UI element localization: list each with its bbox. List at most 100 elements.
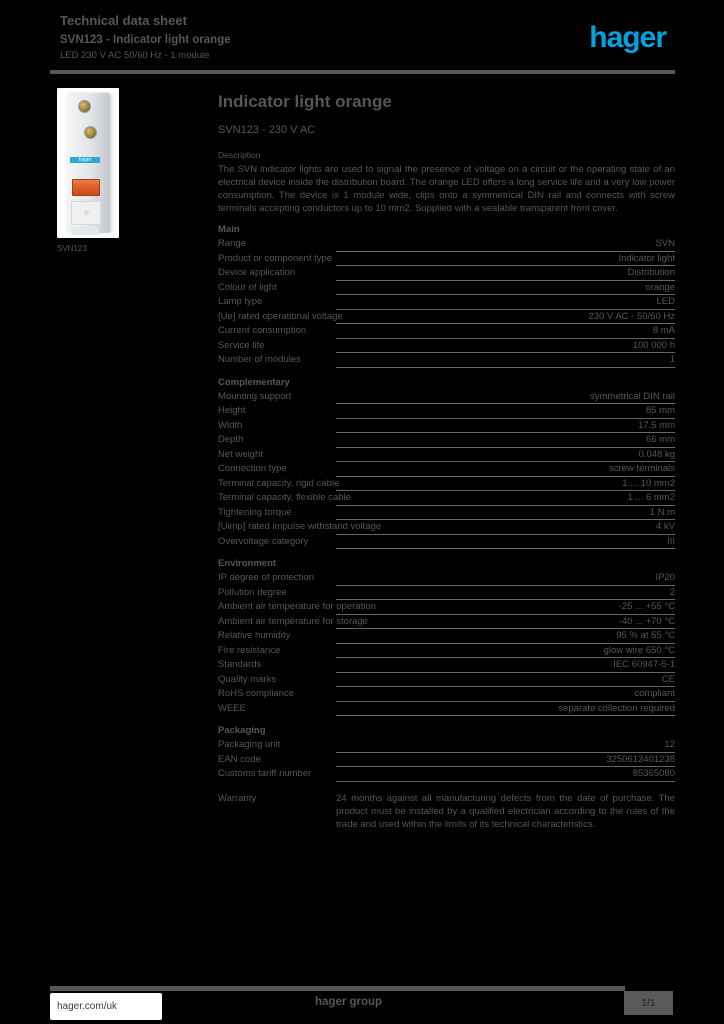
spec-row: Current consumption 8 mA <box>218 324 675 339</box>
footer-divider <box>50 986 625 991</box>
spec-label: Height <box>218 405 246 416</box>
warranty-block: Warranty 24 months against all manufactu… <box>218 792 675 831</box>
spec-row: EAN code 3250613401238 <box>218 753 675 768</box>
page-header: Technical data sheet SVN123 - Indicator … <box>60 12 480 62</box>
spec-label: Tightening torque <box>218 506 292 518</box>
spec-label: Quality marks <box>218 673 277 685</box>
spec-value: IEC 60947-5-1 <box>613 659 675 670</box>
spec-value: Indicator light <box>618 252 675 264</box>
spec-row: Product or component type Indicator light <box>218 252 675 267</box>
spec-label: Terminal capacity, flexible cable <box>218 492 351 503</box>
label-panel <box>71 201 101 225</box>
content-column: Indicator light orange SVN123 - 230 V AC… <box>218 92 675 831</box>
spec-row: Colour of light orange <box>218 281 675 296</box>
spec-label: Overvoltage category <box>218 535 309 547</box>
spec-value: separate collection required <box>558 702 675 714</box>
spec-value: SVN <box>655 238 675 249</box>
spec-value: 230 V AC - 50/60 Hz <box>588 310 675 322</box>
spec-row: Terminal capacity, flexible cable 1 ... 6… <box>218 491 675 506</box>
spec-row: Relative humidity 95 % at 55 °C <box>218 629 675 644</box>
spec-value: 8 mA <box>652 325 675 336</box>
description-text: The SVN indicator lights are used to sig… <box>218 164 675 214</box>
spec-row: Ambient air temperature for operation-25… <box>218 600 675 615</box>
header-divider <box>50 70 675 74</box>
spec-value: orange <box>645 281 675 293</box>
spec-label: Range <box>218 238 246 249</box>
spec-label: Current consumption <box>218 325 307 336</box>
description-label: Description <box>218 150 261 160</box>
spec-label: [Uimp] rated impulse withstand voltage <box>218 521 382 532</box>
spec-value: screw terminals <box>609 463 675 474</box>
page-subtitle: SVN123 - 230 V AC <box>218 124 316 136</box>
spec-value: 85365080 <box>632 768 675 779</box>
spec-label: Device application <box>218 267 296 278</box>
spec-row: Range SVN <box>218 237 675 252</box>
spec-row: Terminal capacity, rigid cable 1 ... 10 m… <box>218 477 675 492</box>
spec-row: Quality marks CE <box>218 673 675 688</box>
spec-value: 100 000 h <box>632 339 675 351</box>
spec-value: 66 mm <box>645 434 675 445</box>
spec-row: RoHS compliance compliant <box>218 687 675 702</box>
spec-value: symmetrical DIN rail <box>590 390 675 402</box>
spec-row: Customs tariff number 85365080 <box>218 767 675 782</box>
spec-row: Net weight 0.048 kg <box>218 448 675 463</box>
module-body: hager <box>66 93 110 235</box>
spec-section-title: Packaging <box>218 725 266 736</box>
spec-label: Product or component type <box>218 252 333 264</box>
spec-value: 1 N.m <box>649 506 675 518</box>
spec-value: 0.048 kg <box>638 448 675 460</box>
warranty-text: 24 months against all manufacturing defe… <box>336 792 675 830</box>
spec-label: Net weight <box>218 448 263 460</box>
spec-value: 1 ... 10 mm2 <box>622 477 675 489</box>
spec-label: [Ue] rated operational voltage <box>218 310 343 322</box>
panel-dot-icon <box>84 210 89 215</box>
document-type: Technical data sheet <box>60 13 187 28</box>
terminal-screw-icon <box>78 100 91 113</box>
terminal-screw-icon <box>84 126 97 139</box>
spec-row: Height 85 mm <box>218 404 675 419</box>
spec-value: -40 ... +70 °C <box>618 615 675 627</box>
indicator-lens <box>72 179 100 196</box>
spec-label: Relative humidity <box>218 630 291 641</box>
spec-value: 1 ... 6 mm2 <box>627 492 675 503</box>
spec-value: 1 <box>669 354 675 365</box>
spec-row: [Ue] rated operational voltage 230 V AC -… <box>218 310 675 325</box>
spec-row: Tightening torque 1 N.m <box>218 506 675 521</box>
spec-row: Connection type screw terminals <box>218 462 675 477</box>
spec-label: Pollution degree <box>218 586 287 598</box>
spec-label: Colour of light <box>218 281 277 293</box>
spec-section-title: Main <box>218 224 240 235</box>
spec-label: Customs tariff number <box>218 768 312 779</box>
page-title: Indicator light orange <box>218 92 392 111</box>
footer-website-link[interactable]: hager.com/uk <box>50 993 162 1020</box>
spec-label: WEEE <box>218 702 246 714</box>
footer-company: hager group <box>315 996 383 1008</box>
spec-label: RoHS compliance <box>218 688 295 699</box>
spec-label: Lamp type <box>218 296 263 307</box>
spec-label: Connection type <box>218 463 287 474</box>
header-subline: LED 230 V AC 50/60 Hz - 1 module <box>60 50 210 61</box>
spec-section-title: Environment <box>218 558 277 569</box>
spec-row: WEEE separate collection required <box>218 702 675 717</box>
spec-value: 12 <box>664 739 675 750</box>
spec-value: 85 mm <box>645 405 675 416</box>
spec-value: 95 % at 55 °C <box>616 630 675 641</box>
spec-label: Width <box>218 419 243 431</box>
spec-value: 2 <box>669 586 675 598</box>
spec-value: 3250613401238 <box>606 753 675 765</box>
spec-label: Terminal capacity, rigid cable <box>218 477 340 489</box>
spec-label: EAN code <box>218 753 261 765</box>
spec-label: Fire resistance <box>218 644 281 656</box>
spec-value: compliant <box>634 688 675 699</box>
spec-value: CE <box>661 673 675 685</box>
